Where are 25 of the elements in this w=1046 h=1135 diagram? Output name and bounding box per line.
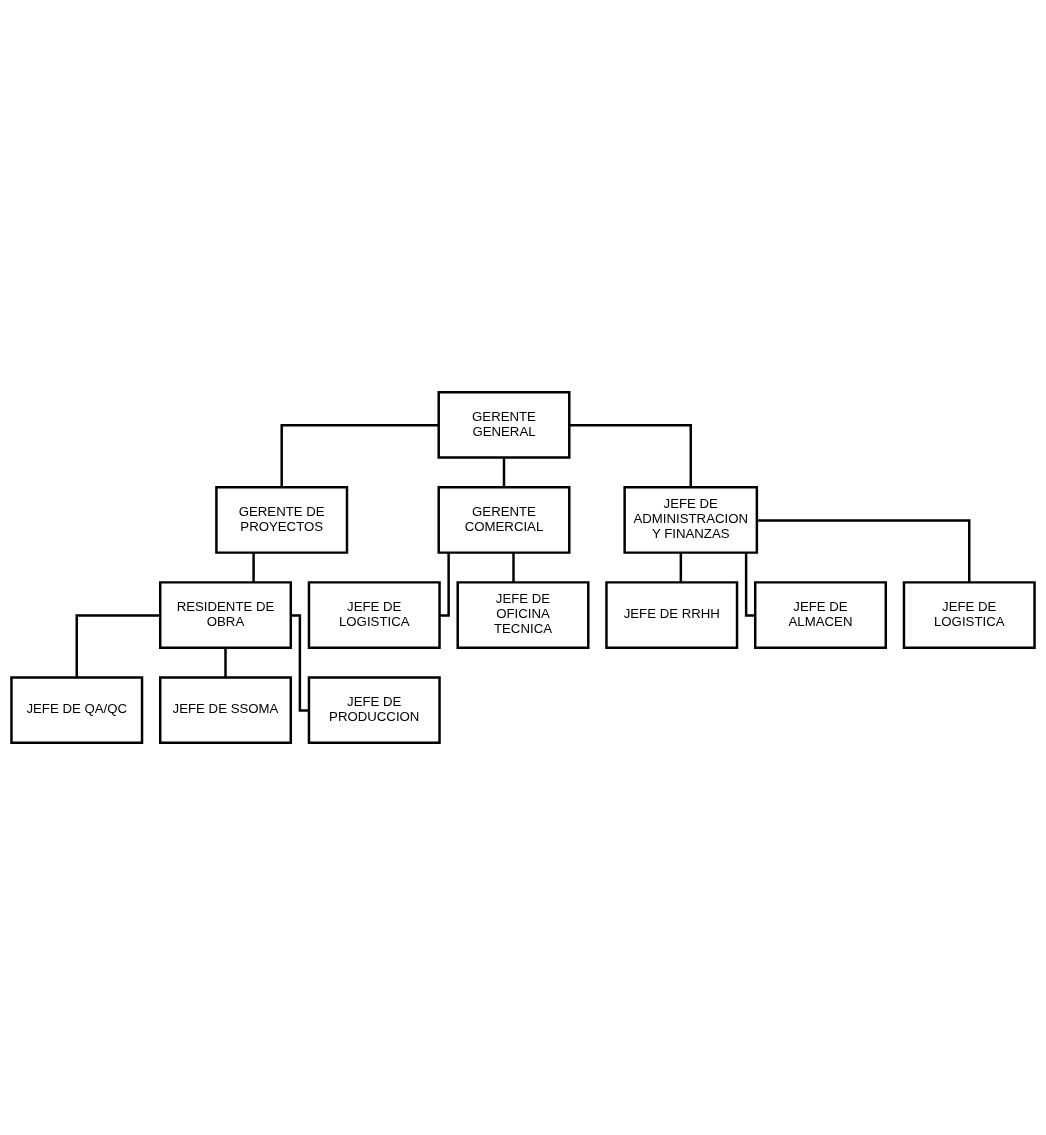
node-box: JEFE DE PRODUCCION	[307, 676, 441, 744]
connector	[512, 552, 515, 583]
connector	[439, 552, 450, 617]
connector	[252, 552, 255, 583]
connector	[757, 519, 971, 583]
node-box: GERENTE GENERAL	[437, 391, 571, 459]
node-box: GERENTE DE PROYECTOS	[215, 486, 349, 554]
connector	[75, 614, 161, 678]
node-box: JEFE DE OFICINA TECNICA	[456, 581, 590, 649]
connector	[502, 457, 506, 488]
node-box: JEFE DE RRHH	[605, 581, 739, 649]
node-box: JEFE DE ADMINISTRACION Y FINANZAS	[623, 486, 759, 554]
connector	[744, 552, 755, 617]
node-box: JEFE DE SSOMA	[159, 676, 292, 744]
node-box: JEFE DE LOGISTICA	[307, 581, 441, 649]
node-box: JEFE DE LOGISTICA	[902, 581, 1036, 649]
node-box: JEFE DE ALMACEN	[754, 581, 887, 649]
node-box: GERENTE COMERCIAL	[437, 486, 571, 554]
node-box: JEFE DE QA/QC	[10, 676, 144, 744]
connector	[569, 424, 692, 488]
connector	[224, 647, 227, 678]
connector	[679, 552, 683, 583]
node-box: RESIDENTE DE OBRA	[159, 581, 292, 649]
connector	[280, 424, 439, 488]
connector	[291, 614, 309, 712]
